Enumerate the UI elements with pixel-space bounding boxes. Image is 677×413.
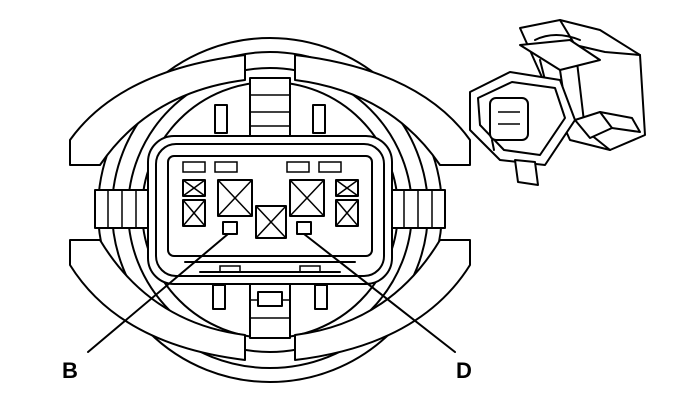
top-latch bbox=[249, 77, 291, 137]
callout-label-d: D bbox=[456, 358, 472, 383]
bottom-latch bbox=[249, 281, 291, 339]
callout-label-b: B bbox=[62, 358, 78, 383]
connector-isometric-view bbox=[469, 19, 646, 186]
terminal-cavity-a bbox=[182, 179, 206, 227]
housing-inner bbox=[155, 143, 385, 277]
iso-bottom-tab bbox=[514, 159, 539, 186]
lock-tab-lower-right bbox=[294, 239, 471, 361]
terminal-cavity-e bbox=[335, 179, 359, 227]
iso-lock-tab bbox=[519, 39, 601, 71]
leader-line-b bbox=[87, 233, 229, 353]
terminal-cavity-c bbox=[255, 205, 287, 239]
top-post-left bbox=[214, 104, 228, 134]
iso-front-face bbox=[489, 97, 529, 141]
terminal-cavity-b bbox=[217, 179, 253, 235]
lock-tab-upper-left bbox=[69, 54, 246, 166]
bottom-post-left bbox=[212, 284, 226, 310]
top-post-right bbox=[312, 104, 326, 134]
connector-face-view bbox=[69, 37, 471, 383]
leader-line-d bbox=[303, 233, 456, 353]
bottom-latch-key bbox=[257, 291, 283, 307]
lock-tab-upper-right bbox=[294, 54, 471, 166]
bottom-post-right bbox=[314, 284, 328, 310]
terminal-cavity bbox=[167, 155, 373, 257]
terminal-cavity-d bbox=[289, 179, 325, 235]
lock-tab-lower-left bbox=[69, 239, 246, 361]
